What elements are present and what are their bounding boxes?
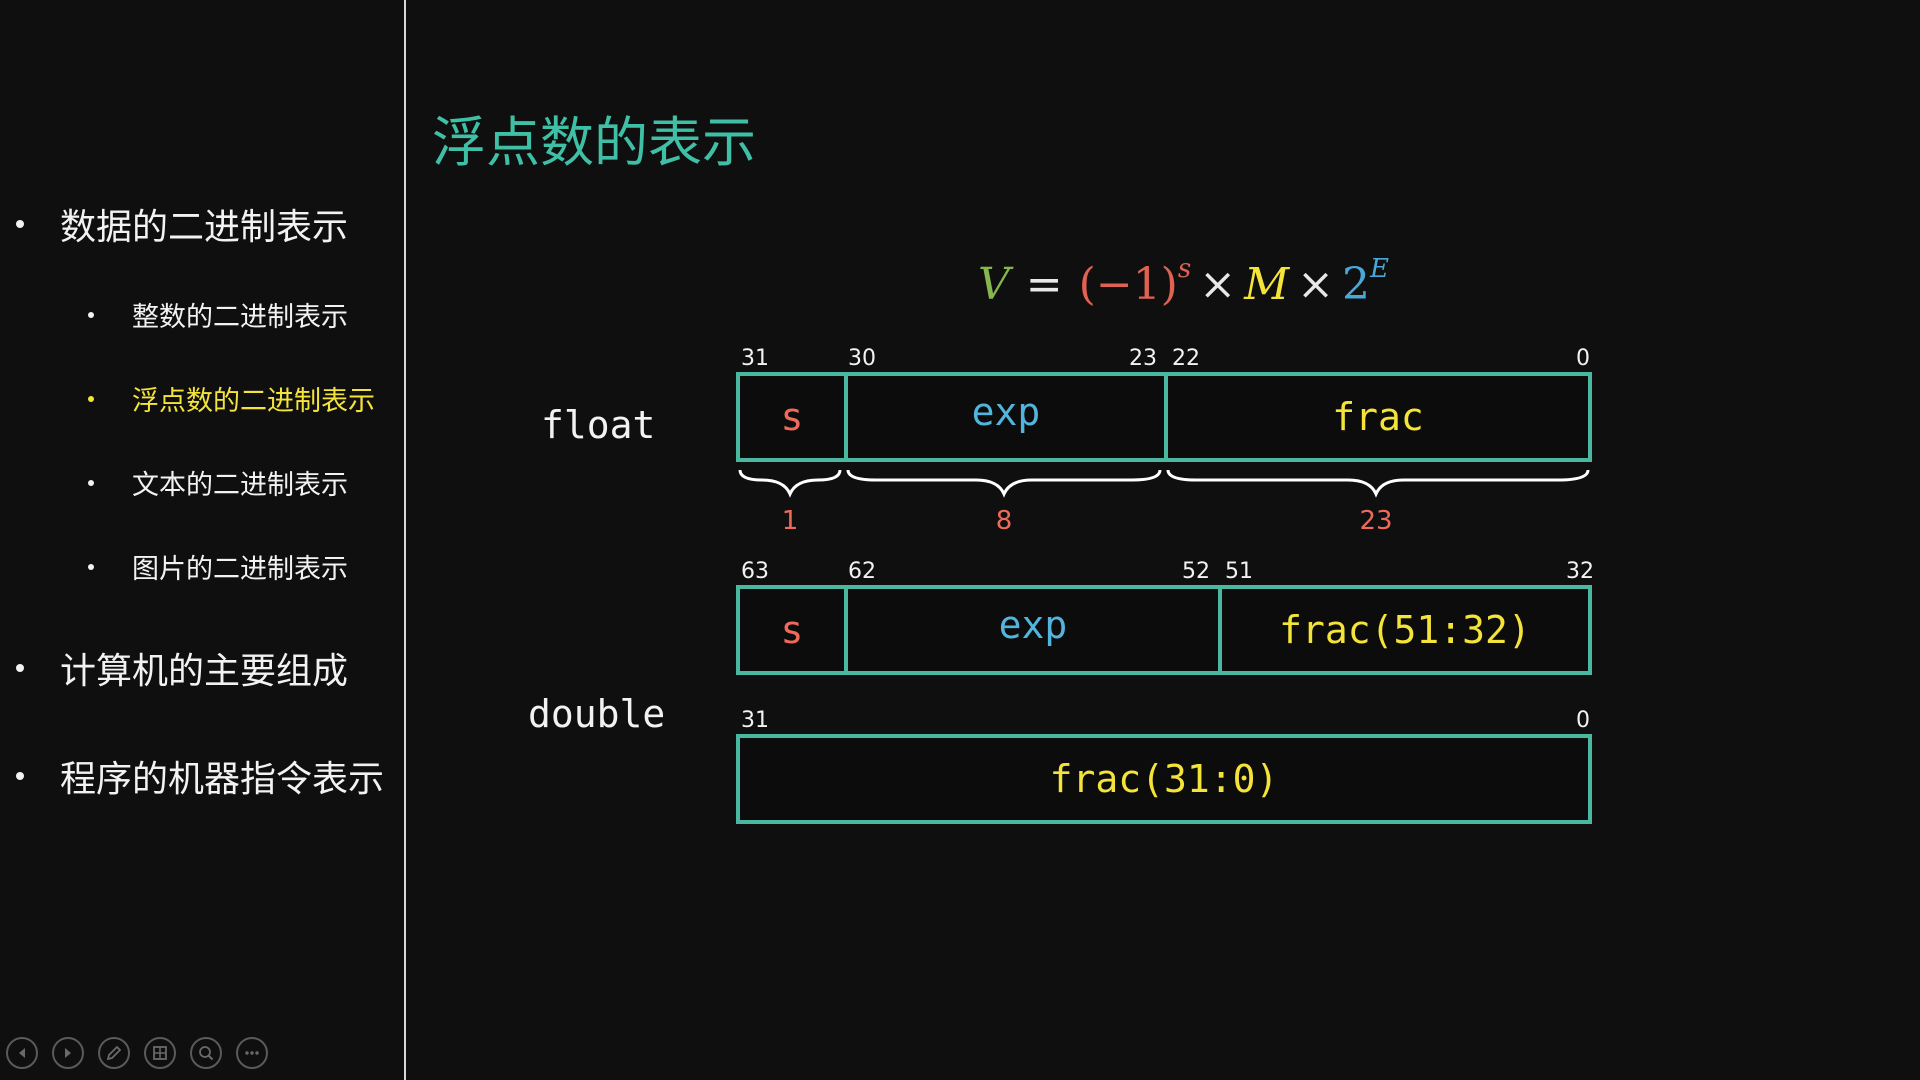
- bullet-icon: [16, 220, 24, 228]
- formula-s-exponent: s: [1177, 254, 1192, 284]
- slides-grid-button[interactable]: [144, 1037, 176, 1069]
- nav-item-label: 文本的二进制表示: [132, 470, 348, 501]
- double-frac-low-field: frac(31:0): [1049, 757, 1279, 801]
- float-frac-width: 23: [1359, 506, 1393, 536]
- formula-v: V: [978, 259, 1010, 310]
- float-label: float: [541, 403, 656, 447]
- zoom-icon: [199, 1046, 214, 1061]
- presenter-controls: [6, 1037, 268, 1069]
- nav-item-binary-data[interactable]: 数据的二进制表示: [16, 198, 349, 250]
- more-options-button[interactable]: [236, 1037, 268, 1069]
- double-sign-field: s: [740, 589, 848, 671]
- formula-base-two: 2: [1342, 259, 1371, 310]
- bullet-icon: [88, 311, 94, 318]
- bullet-icon: [88, 563, 94, 570]
- double-high-bit-layout: s exp frac(51:32): [736, 585, 1592, 675]
- next-icon: [65, 1048, 71, 1058]
- float-sign-width: 1: [781, 506, 799, 536]
- bullet-icon: [88, 479, 94, 486]
- nav-item-text[interactable]: 文本的二进制表示: [88, 463, 348, 502]
- outline-sidebar: 数据的二进制表示 整数的二进制表示 浮点数的二进制表示 文本的二进制表示 图片的…: [0, 0, 406, 1080]
- nav-item-image[interactable]: 图片的二进制表示: [88, 547, 348, 586]
- nav-item-float-active[interactable]: 浮点数的二进制表示: [88, 379, 375, 418]
- float-frac-field: frac: [1332, 395, 1424, 439]
- double-bit-51: 51: [1225, 559, 1253, 584]
- prev-slide-button[interactable]: [6, 1037, 38, 1069]
- pen-button[interactable]: [98, 1037, 130, 1069]
- next-slide-button[interactable]: [52, 1037, 84, 1069]
- nav-item-integer[interactable]: 整数的二进制表示: [88, 295, 348, 334]
- float-exp-width: 8: [995, 506, 1013, 536]
- formula-m: M: [1244, 259, 1290, 310]
- bullet-icon: [16, 772, 24, 780]
- double-low-bit-31: 31: [741, 708, 769, 733]
- float-bit-layout: s exp frac: [736, 372, 1592, 462]
- nav-item-label: 图片的二进制表示: [132, 554, 348, 585]
- more-icon: [245, 1051, 259, 1055]
- nav-item-label: 数据的二进制表示: [60, 207, 349, 248]
- nav-item-computer-components[interactable]: 计算机的主要组成: [16, 642, 349, 694]
- nav-item-label: 浮点数的二进制表示: [132, 386, 375, 417]
- double-low-bit-0: 0: [1576, 708, 1590, 733]
- double-label: double: [528, 692, 666, 736]
- double-bit-32: 32: [1566, 559, 1594, 584]
- double-bit-52: 52: [1182, 559, 1210, 584]
- float-exp-field: exp: [848, 376, 1168, 458]
- float-bit-30: 30: [848, 346, 876, 371]
- slides-icon: [153, 1046, 167, 1060]
- slide-title: 浮点数的表示: [432, 111, 756, 174]
- float-value-formula: V=(−1)s×M×2E: [978, 254, 1389, 310]
- nav-item-label: 程序的机器指令表示: [60, 759, 385, 800]
- formula-equals: =: [1025, 259, 1063, 310]
- pen-icon: [106, 1045, 122, 1061]
- bullet-icon: [16, 664, 24, 672]
- nav-item-machine-instructions[interactable]: 程序的机器指令表示: [16, 750, 385, 802]
- float-bit-31: 31: [741, 346, 769, 371]
- double-exp-field: exp: [848, 589, 1222, 671]
- float-sign-field: s: [740, 376, 848, 458]
- double-frac-high-field: frac(51:32): [1279, 608, 1531, 652]
- float-bit-0: 0: [1576, 346, 1590, 371]
- zoom-button[interactable]: [190, 1037, 222, 1069]
- float-bit-22: 22: [1172, 346, 1200, 371]
- double-bit-63: 63: [741, 559, 769, 584]
- bullet-icon: [88, 395, 94, 402]
- formula-times: ×: [1297, 259, 1335, 310]
- double-bit-62: 62: [848, 559, 876, 584]
- formula-times: ×: [1199, 259, 1237, 310]
- field-width-braces: [738, 469, 1590, 498]
- formula-e-exponent: E: [1370, 254, 1389, 284]
- float-bit-23: 23: [1129, 346, 1157, 371]
- nav-item-label: 整数的二进制表示: [132, 302, 348, 333]
- double-low-bit-layout: frac(31:0): [736, 734, 1592, 824]
- formula-sign-term: (−1): [1078, 259, 1178, 310]
- prev-icon: [19, 1048, 25, 1058]
- nav-item-label: 计算机的主要组成: [60, 651, 349, 692]
